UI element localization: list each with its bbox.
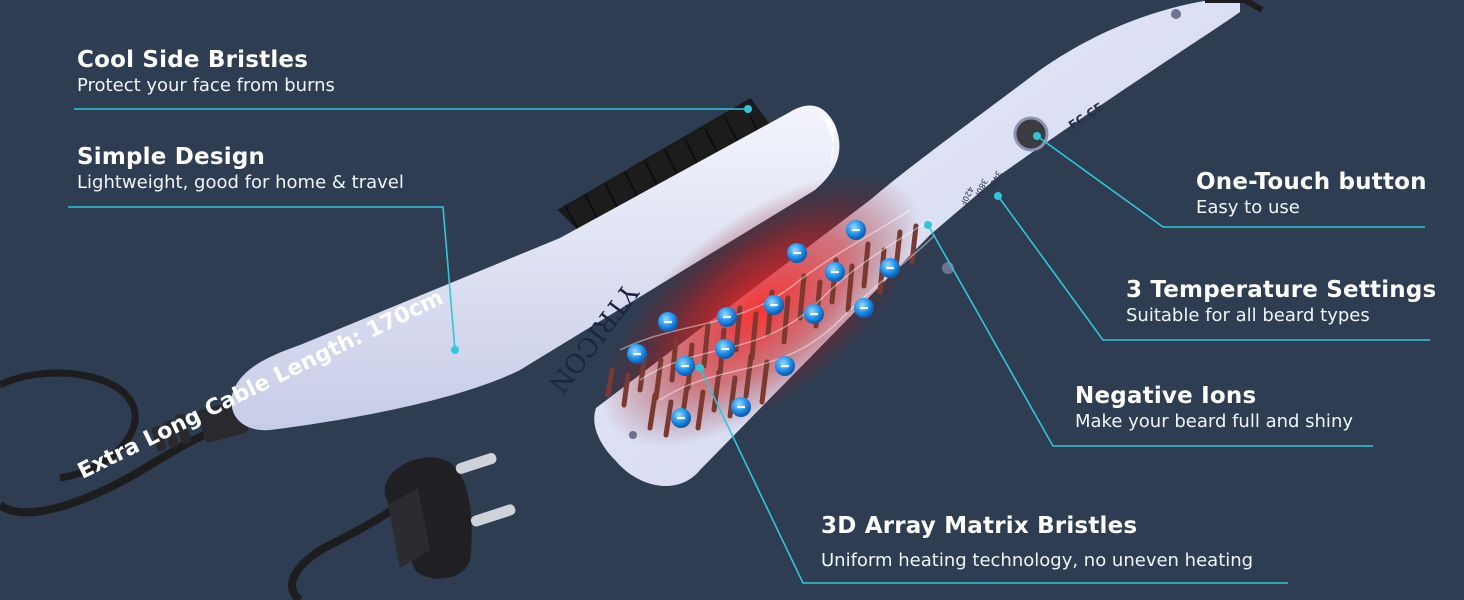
feature-negative-ions: Negative Ions Make your beard full and s… — [1075, 382, 1353, 433]
callout-simple-design — [68, 206, 456, 351]
ion-markers — [627, 220, 900, 428]
feature-description: Lightweight, good for home & travel — [77, 172, 404, 193]
heated-bristles — [605, 223, 919, 438]
feature-description: Protect your face from burns — [77, 75, 335, 96]
heat-glow — [600, 173, 920, 447]
feature-title: Negative Ions — [1075, 383, 1257, 409]
callout-temperature — [997, 195, 1430, 341]
power-plug — [384, 453, 516, 579]
power-button — [1013, 116, 1049, 152]
feature-description: Uniform heating technology, no uneven he… — [821, 550, 1254, 571]
feature-title: 3D Array Matrix Bristles — [821, 513, 1138, 539]
callout-array — [699, 367, 1288, 584]
feature-one-touch-button: One-Touch button Easy to use — [1196, 168, 1427, 219]
feature-3d-array-bristles: 3D Array Matrix Bristles Uniform heating… — [821, 512, 1253, 572]
feature-cool-side-bristles: Cool Side Bristles Protect your face fro… — [77, 46, 335, 97]
feature-description: Make your beard full and shiny — [1075, 411, 1353, 432]
feature-title: Simple Design — [77, 144, 266, 170]
feature-description: Easy to use — [1196, 197, 1300, 218]
callout-lines — [68, 108, 1430, 584]
callout-ions — [927, 224, 1373, 447]
power-cable — [0, 418, 240, 517]
feature-title: One-Touch button — [1196, 169, 1427, 195]
callout-one-touch — [1036, 135, 1425, 228]
feature-simple-design: Simple Design Lightweight, good for home… — [77, 143, 404, 194]
comb-body — [231, 105, 840, 431]
feature-title: 3 Temperature Settings — [1126, 277, 1437, 303]
feature-description: Suitable for all beard types — [1126, 305, 1370, 326]
callout-dots — [451, 105, 1041, 372]
feature-title: Cool Side Bristles — [77, 47, 309, 73]
feature-temperature-settings: 3 Temperature Settings Suitable for all … — [1126, 276, 1436, 327]
